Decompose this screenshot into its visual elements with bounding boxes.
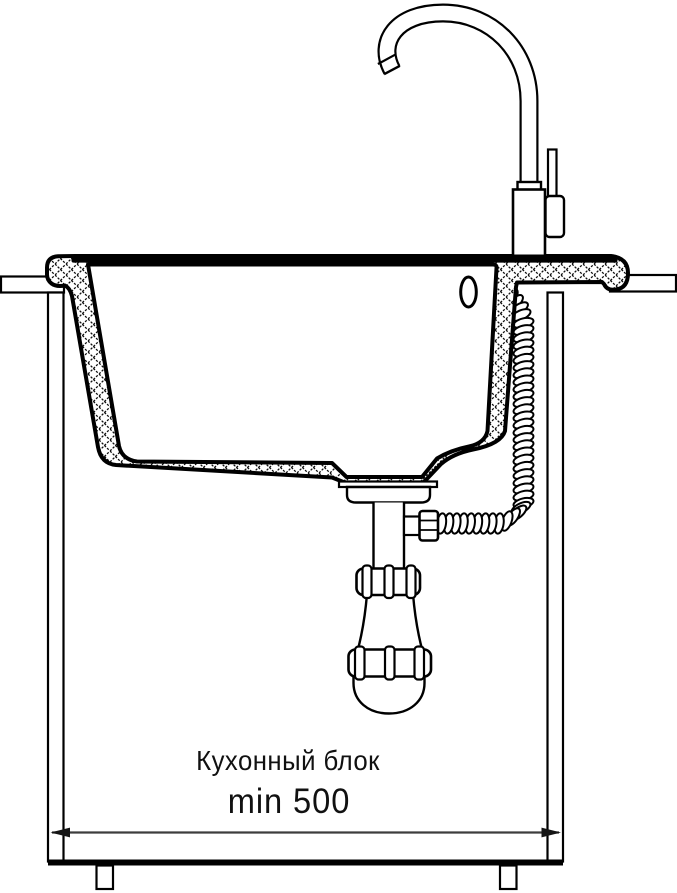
overflow-hole <box>459 275 478 309</box>
drain-flange-body <box>345 485 432 504</box>
siphon-cup <box>352 673 426 715</box>
siphon-body <box>355 592 425 653</box>
spout-tip-edge <box>383 64 401 76</box>
lower-nut-rib <box>383 645 396 681</box>
cabinet-bottom-panel <box>48 859 563 866</box>
faucet <box>377 3 566 263</box>
dimension <box>50 827 561 838</box>
cabinet-left-wall <box>46 291 65 863</box>
hose-connector-nut <box>418 509 440 542</box>
cabinet-foot-right <box>498 864 518 891</box>
cabinet-label: Кухонный блок <box>196 745 380 776</box>
drain-assembly <box>337 480 440 715</box>
cabinet <box>46 291 565 891</box>
cabinet-foot-left <box>95 864 115 891</box>
upper-nut-rib <box>383 564 395 600</box>
faucet-handle-rod <box>546 148 558 201</box>
lower-nut-rib <box>353 645 366 681</box>
sink-cross-section <box>45 254 630 485</box>
sink-rim-top-edge <box>71 255 618 263</box>
lower-nut-rib <box>413 645 426 681</box>
spout-aerator-line <box>377 53 396 65</box>
faucet-body <box>511 188 547 258</box>
faucet-base <box>506 254 550 263</box>
dimension-arrow-left-icon <box>50 827 70 838</box>
flex-hose-coil <box>435 288 535 535</box>
dimension-label: min 500 <box>228 782 351 822</box>
drain-tailpipe-fill <box>373 502 404 571</box>
cabinet-right-wall <box>546 291 565 863</box>
faucet-spout <box>379 5 537 185</box>
dimension-arrow-right-icon <box>541 827 561 838</box>
faucet-handle-lever <box>544 194 566 239</box>
upper-nut-rib <box>405 564 417 600</box>
upper-nut-rib <box>361 564 373 600</box>
